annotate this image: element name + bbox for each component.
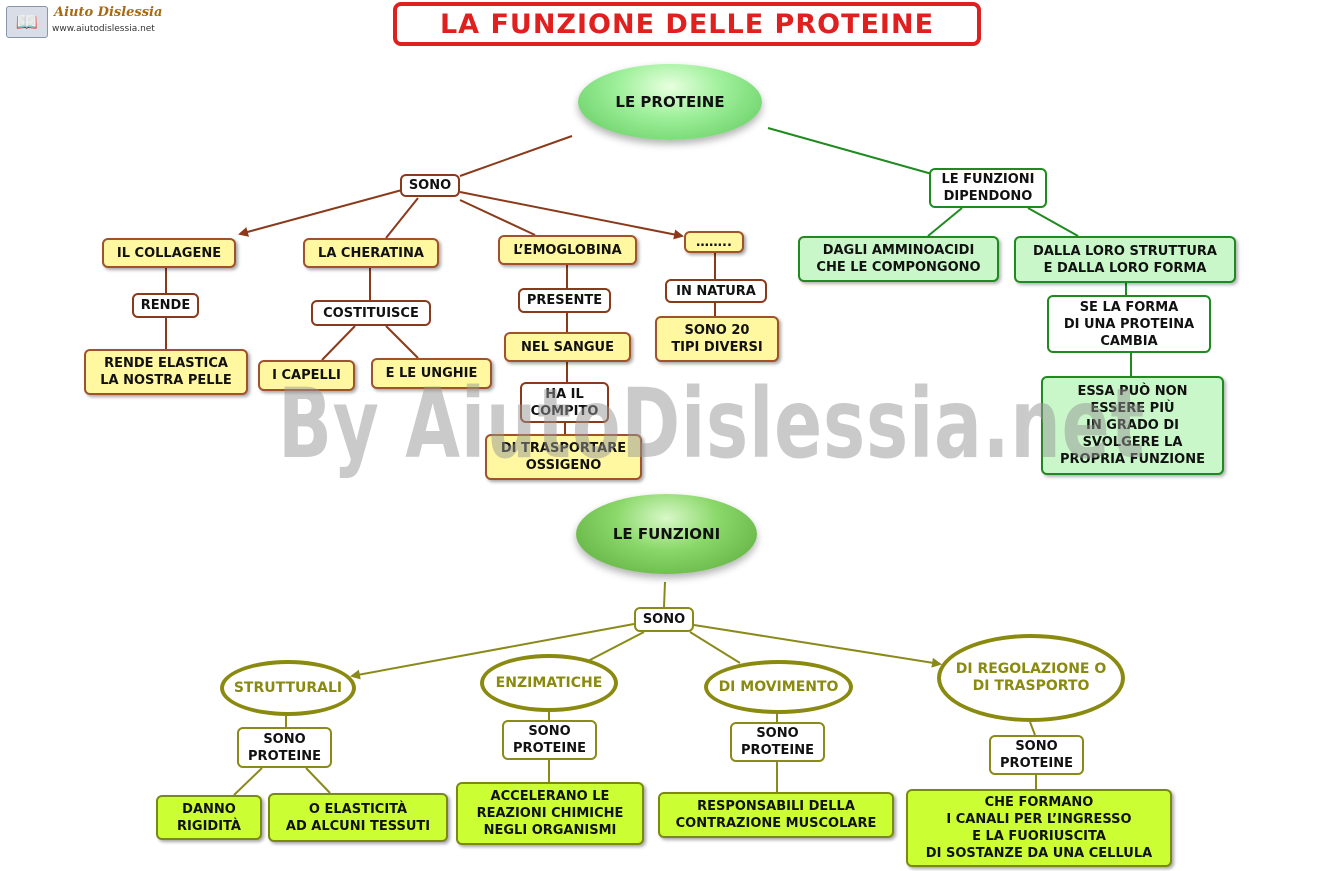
node-presente: PRESENTE (518, 288, 611, 313)
link-proteine-sono (459, 135, 573, 177)
link-sono-emoglobina (459, 199, 536, 236)
node-rende: RENDE (132, 293, 199, 318)
node-emoglobina: L’EMOGLOBINA (498, 235, 637, 265)
node-costituisce: COSTITUISCE (311, 300, 431, 326)
link-sp1-danno (233, 767, 263, 796)
node-struttura: DALLA LORO STRUTTURA E DALLA LORO FORMA (1014, 236, 1236, 283)
node-regolazione: DI REGOLAZIONE O DI TRASPORTO (937, 634, 1125, 722)
node-accelerano: ACCELERANO LE REAZIONI CHIMICHE NEGLI OR… (456, 782, 644, 845)
node-canali: CHE FORMANO I CANALI PER L’INGRESSO E LA… (906, 789, 1172, 867)
node-essa-puo: ESSA PUÒ NON ESSERE PIÙ IN GRADO DI SVOL… (1041, 376, 1224, 475)
node-nel-sangue: NEL SANGUE (504, 332, 631, 362)
link-sono-dots (459, 191, 684, 240)
node-responsabili: RESPONSABILI DELLA CONTRAZIONE MUSCOLARE (658, 792, 894, 838)
link-sono-collagene (238, 189, 403, 237)
link-sono-regolazione (693, 624, 942, 668)
node-amminoacidi: DAGLI AMMINOACIDI CHE LE COMPONGONO (798, 236, 999, 282)
node-sono-2: SONO (634, 607, 694, 632)
link-funzioni-sono (663, 581, 666, 608)
logo-url: www.aiutodislessia.net (52, 24, 155, 34)
node-sono-proteine-4: SONO PROTEINE (989, 735, 1084, 775)
node-elasticita: O ELASTICITÀ AD ALCUNI TESSUTI (268, 793, 448, 842)
link-costituisce-capelli (321, 325, 356, 361)
node-dots: …….. (684, 231, 744, 253)
link-dipendono-amminoacidi (927, 207, 963, 237)
link-sono-cheratina (385, 197, 419, 239)
site-logo: 📖 Aiuto Dislessia www.aiutodislessia.net (4, 4, 164, 38)
node-in-natura: IN NATURA (665, 279, 767, 303)
link-sono-movimento (689, 631, 741, 664)
node-sono-20: SONO 20 TIPI DIVERSI (655, 316, 779, 362)
node-unghie: E LE UNGHIE (371, 358, 492, 389)
node-sono-proteine-1: SONO PROTEINE (237, 727, 332, 768)
node-funzioni-dipendono: LE FUNZIONI DIPENDONO (929, 168, 1047, 208)
book-icon: 📖 (6, 6, 48, 38)
link-dipendono-struttura (1027, 207, 1079, 237)
node-strutturali: STRUTTURALI (220, 660, 356, 716)
link-sp1-elasticita (305, 767, 331, 794)
link-regolazione-sp4 (1029, 721, 1036, 736)
page-title: LA FUNZIONE DELLE PROTEINE (393, 2, 981, 46)
node-sono-1: SONO (400, 174, 460, 197)
node-sono-proteine-2: SONO PROTEINE (502, 720, 597, 760)
link-proteine-dipendono (767, 127, 933, 175)
link-sono-enzimatiche (587, 631, 645, 662)
node-trasportare: DI TRASPORTARE OSSIGENO (485, 434, 642, 480)
link-sono-strutturali (350, 623, 635, 680)
node-se-la-forma: SE LA FORMA DI UNA PROTEINA CAMBIA (1047, 295, 1211, 353)
node-collagene: IL COLLAGENE (102, 238, 236, 268)
node-sono-proteine-3: SONO PROTEINE (730, 722, 825, 762)
node-danno: DANNO RIGIDITÀ (156, 795, 262, 840)
node-enzimatiche: ENZIMATICHE (480, 654, 618, 712)
node-movimento: DI MOVIMENTO (704, 660, 853, 714)
node-le-funzioni: LE FUNZIONI (576, 494, 757, 574)
node-rende-elastica: RENDE ELASTICA LA NOSTRA PELLE (84, 349, 248, 395)
logo-brand: Aiuto Dislessia (54, 5, 163, 20)
node-ha-il-compito: HA IL COMPITO (520, 382, 609, 423)
node-capelli: I CAPELLI (258, 360, 355, 391)
node-cheratina: LA CHERATINA (303, 238, 439, 268)
node-le-proteine: LE PROTEINE (578, 64, 762, 140)
link-costituisce-unghie (385, 325, 419, 359)
